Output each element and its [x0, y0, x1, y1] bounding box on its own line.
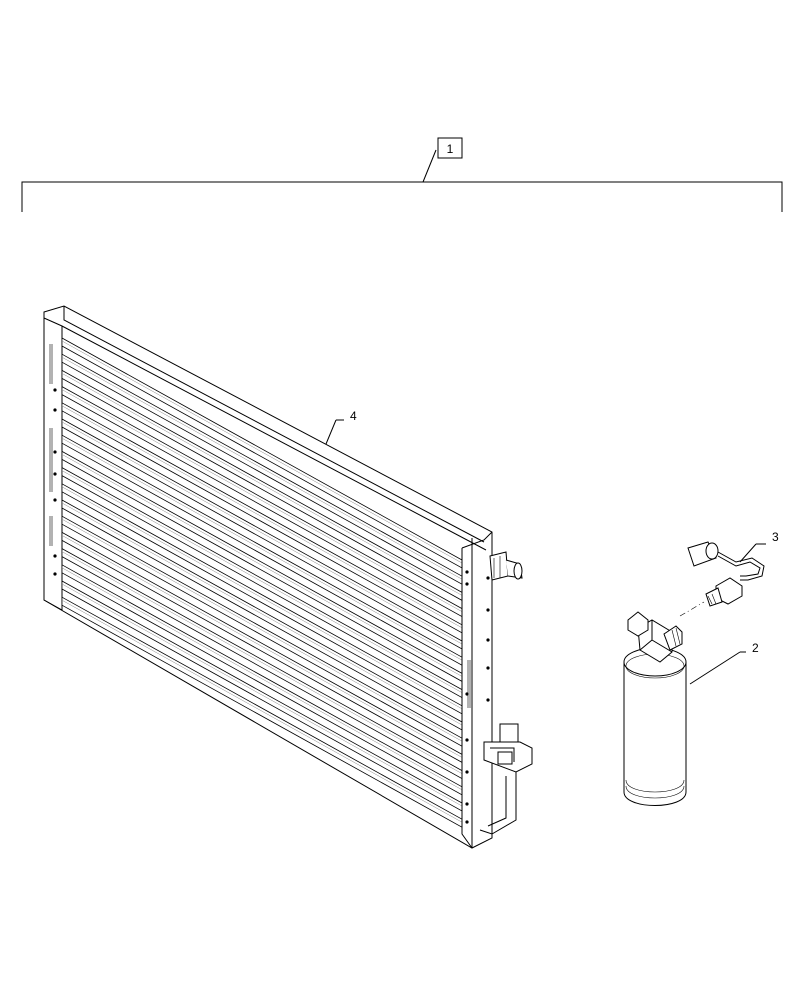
- condenser-tube-highlight: [61, 518, 463, 742]
- condenser-tube-highlight: [61, 437, 463, 661]
- condenser-tube-highlight: [61, 486, 463, 710]
- condenser-tube-highlight: [61, 389, 463, 612]
- condenser-tube-highlight: [61, 551, 463, 774]
- callout-1-label: 1: [447, 142, 454, 156]
- assembly-bracket: 1: [21, 137, 783, 212]
- condenser[interactable]: 4: [43, 305, 533, 849]
- condenser-tube-highlight: [61, 356, 463, 580]
- condenser-tube-highlight: [61, 405, 463, 629]
- condenser-tube-highlight: [61, 421, 463, 645]
- callout-1-box: [437, 137, 463, 159]
- inlet-fitting: [489, 551, 523, 581]
- condenser-tube-highlight: [61, 470, 463, 693]
- pressure-switch[interactable]: 3: [679, 530, 779, 617]
- condenser-tubes: [61, 337, 463, 828]
- condenser-tube-highlight: [61, 535, 463, 758]
- right-plate-holes: [465, 570, 490, 824]
- condenser-tube-highlight: [61, 340, 463, 564]
- left-plate-holes: [53, 388, 57, 576]
- condenser-tube-highlight: [61, 599, 463, 823]
- condenser-tube-highlight: [61, 502, 463, 726]
- condenser-tube-highlight: [61, 373, 463, 596]
- callout-4-label: 4: [350, 409, 357, 423]
- callout-2-label: 2: [752, 641, 759, 655]
- condenser-tube-highlight: [61, 454, 463, 677]
- receiver-drier[interactable]: 2: [623, 611, 759, 806]
- outlet-fitting: [479, 723, 533, 835]
- condenser-tube-highlight: [61, 567, 463, 791]
- condenser-tube-highlight: [61, 583, 463, 807]
- callout-3-label: 3: [772, 530, 779, 544]
